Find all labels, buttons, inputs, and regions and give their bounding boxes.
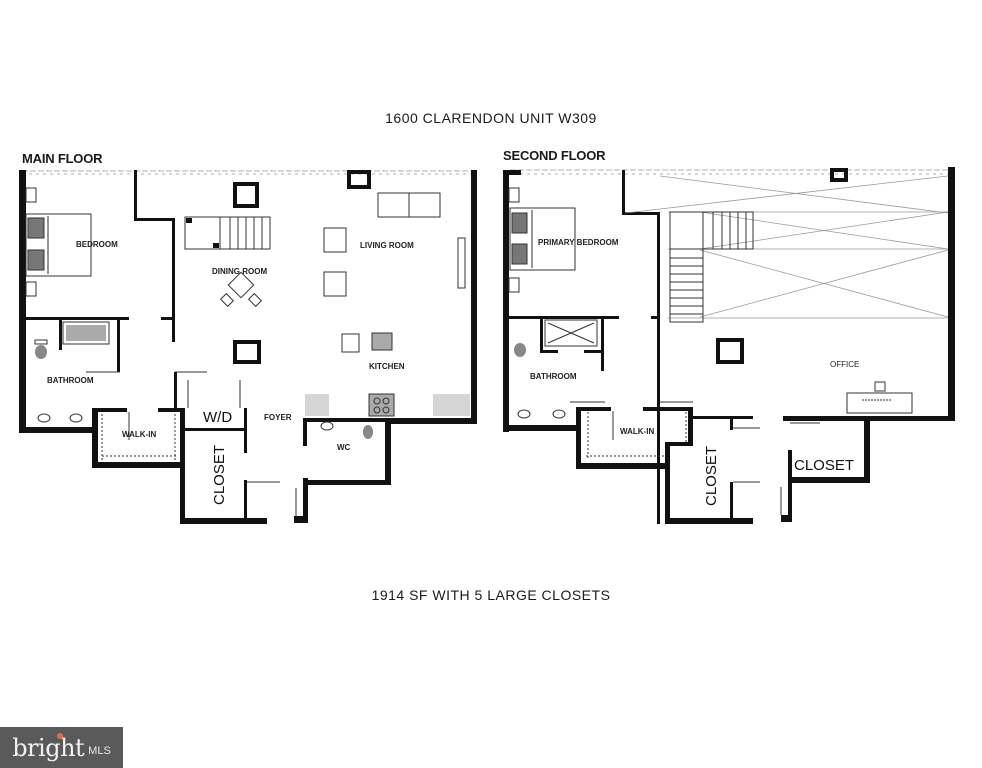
label-dining-room: DINING ROOM bbox=[212, 267, 267, 276]
plan-subtitle: 1914 SF WITH 5 LARGE CLOSETS bbox=[371, 587, 611, 603]
second-floor-plan bbox=[503, 167, 955, 524]
bright-mls-logo: bright MLS bbox=[0, 727, 123, 768]
label-closet-second-2: CLOSET bbox=[794, 457, 854, 474]
label-closet-second-1: CLOSET bbox=[703, 446, 720, 506]
label-bedroom: BEDROOM bbox=[76, 240, 118, 249]
label-wc: WC bbox=[337, 443, 351, 452]
label-wd: W/D bbox=[203, 409, 232, 426]
label-office: OFFICE bbox=[830, 360, 859, 369]
second-floor-label: SECOND FLOOR bbox=[503, 148, 606, 163]
logo-accent-dot bbox=[57, 733, 63, 739]
label-walk-in-2: WALK-IN bbox=[620, 427, 654, 436]
label-walk-in: WALK-IN bbox=[122, 430, 156, 439]
label-living-room: LIVING ROOM bbox=[360, 241, 414, 250]
label-bathroom: BATHROOM bbox=[47, 376, 94, 385]
main-floor-plan bbox=[19, 170, 477, 524]
main-floor-label: MAIN FLOOR bbox=[22, 151, 103, 166]
label-primary-bedroom: PRIMARY BEDROOM bbox=[538, 238, 619, 247]
label-bathroom-2: BATHROOM bbox=[530, 372, 577, 381]
label-foyer: FOYER bbox=[264, 413, 292, 422]
label-kitchen: KITCHEN bbox=[369, 362, 405, 371]
logo-suffix: MLS bbox=[88, 744, 111, 757]
label-closet-main: CLOSET bbox=[211, 445, 228, 505]
logo-brand: bright bbox=[12, 733, 85, 762]
plan-title: 1600 CLARENDON UNIT W309 bbox=[385, 110, 597, 126]
